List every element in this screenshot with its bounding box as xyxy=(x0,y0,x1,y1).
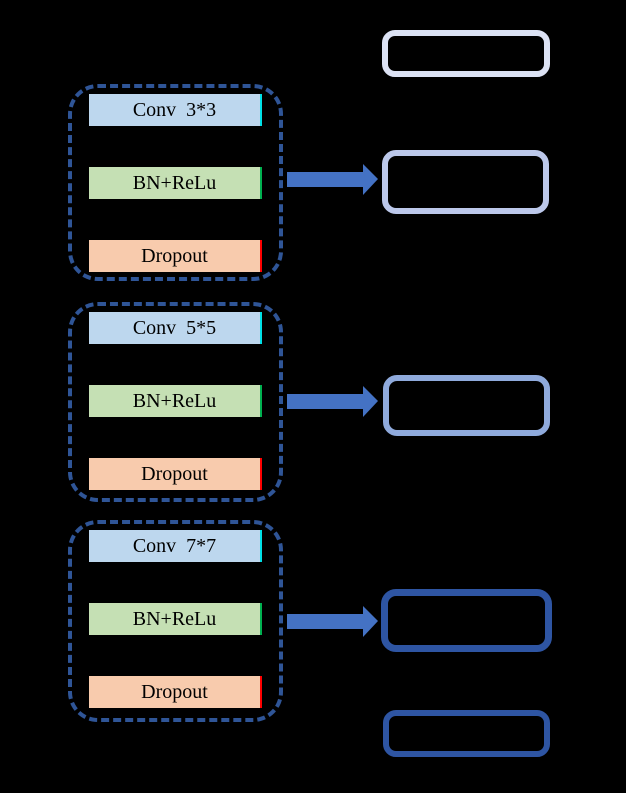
dropout-box: Dropout xyxy=(89,676,262,708)
dropout-label: Dropout xyxy=(141,462,208,485)
arrow-body xyxy=(287,394,363,409)
dropout-label: Dropout xyxy=(141,680,208,703)
conv5x5-box: Conv 5*5 xyxy=(89,312,262,344)
conv3x3-label: Conv 3*3 xyxy=(132,98,217,121)
branch-group-conv3x3: Conv 3*3 BN+ReLu Dropout xyxy=(68,84,283,281)
stage-box-1 xyxy=(382,30,550,77)
bn-relu-label: BN+ReLu xyxy=(132,171,217,194)
bn-relu-box: BN+ReLu xyxy=(89,167,262,199)
dropout-box: Dropout xyxy=(89,240,262,272)
dropout-label: Dropout xyxy=(141,244,208,267)
conv3x3-box: Conv 3*3 xyxy=(89,94,262,126)
arrow-branch1-to-stage2 xyxy=(287,164,378,195)
branch-group-conv5x5: Conv 5*5 BN+ReLu Dropout xyxy=(68,302,283,502)
bn-relu-box: BN+ReLu xyxy=(89,603,262,635)
arrow-head-icon xyxy=(363,386,378,417)
arrow-body xyxy=(287,172,363,187)
arrow-body xyxy=(287,614,363,629)
dropout-box: Dropout xyxy=(89,458,262,490)
arrow-branch3-to-stage4 xyxy=(287,606,378,637)
bn-relu-box: BN+ReLu xyxy=(89,385,262,417)
stage-box-3 xyxy=(383,375,550,436)
arrow-head-icon xyxy=(363,164,378,195)
bn-relu-label: BN+ReLu xyxy=(132,389,217,412)
stage-box-5 xyxy=(383,710,550,757)
conv5x5-label: Conv 5*5 xyxy=(132,316,217,339)
conv7x7-box: Conv 7*7 xyxy=(89,530,262,562)
conv7x7-label: Conv 7*7 xyxy=(132,534,217,557)
branch-group-conv7x7: Conv 7*7 BN+ReLu Dropout xyxy=(68,520,283,722)
bn-relu-label: BN+ReLu xyxy=(132,607,217,630)
stage-box-2 xyxy=(382,150,549,214)
arrow-head-icon xyxy=(363,606,378,637)
arrow-branch2-to-stage3 xyxy=(287,386,378,417)
stage-box-4 xyxy=(381,589,552,652)
